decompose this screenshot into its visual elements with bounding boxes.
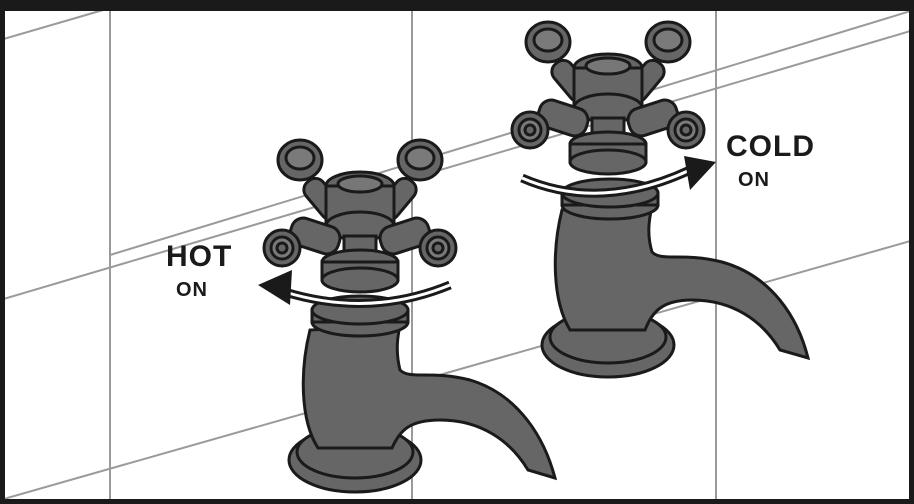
hot-state-label: ON [176, 280, 208, 300]
hot-faucet [264, 140, 555, 492]
cold-label: COLD [726, 132, 815, 162]
hot-label: HOT [166, 242, 232, 272]
tile-grid [0, 8, 914, 504]
cold-state-label: ON [738, 170, 770, 190]
